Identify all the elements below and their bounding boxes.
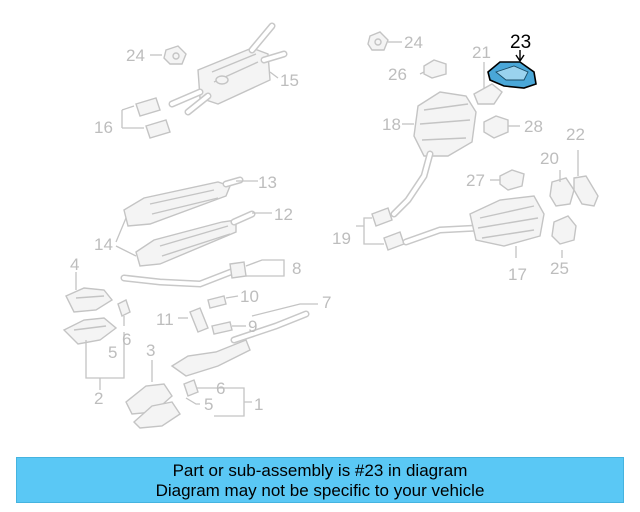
- gasket-part-6: [117, 299, 199, 397]
- callout-7: 7: [322, 293, 331, 312]
- callout-24-right: 24: [404, 33, 423, 52]
- callout-4: 4: [70, 255, 79, 274]
- callout-21: 21: [472, 43, 491, 62]
- exhaust-manifold-converter-2: [125, 383, 181, 429]
- exhaust-manifold-converter-5: [62, 317, 118, 345]
- callout-12: 12: [274, 205, 293, 224]
- info-banner: Part or sub-assembly is #23 in diagram D…: [16, 457, 624, 503]
- bracket-part-11: [189, 307, 209, 333]
- highlighted-part-23[interactable]: [487, 50, 537, 89]
- pipe-to-muffler-17: [402, 224, 482, 246]
- bracket-part-28: [483, 115, 509, 139]
- callout-18: 18: [382, 115, 401, 134]
- clamp-part-19: [371, 207, 405, 251]
- hanger-part-27: [499, 169, 525, 191]
- callout-13: 13: [258, 173, 277, 192]
- heat-shield-21: [473, 83, 503, 105]
- gasket-part-9: [211, 321, 233, 335]
- banner-line-2: Diagram may not be specific to your vehi…: [155, 481, 485, 500]
- callout-17: 17: [508, 265, 527, 284]
- callout-26: 26: [388, 65, 407, 84]
- callout-22: 22: [566, 125, 585, 144]
- callout-28: 28: [524, 117, 543, 136]
- banner-line-1: Part or sub-assembly is #23 in diagram: [172, 461, 468, 480]
- callout-3: 3: [146, 341, 155, 360]
- callout-8: 8: [292, 259, 301, 278]
- callout-23: 23: [510, 32, 531, 53]
- gasket-part-10: [207, 295, 227, 309]
- callout-19: 19: [332, 229, 351, 248]
- callout-6-left: 6: [122, 330, 131, 349]
- callout-11: 11: [156, 310, 174, 329]
- front-pipe-7: [230, 310, 310, 344]
- callout-27: 27: [466, 171, 485, 190]
- callout-20: 20: [540, 149, 559, 168]
- callout-labels: 24 15 16 13 12 14 4 8 10 7 11 9 6 5 3 6 …: [70, 32, 585, 414]
- clamp-part-16: [135, 97, 171, 139]
- callout-14: 14: [94, 235, 113, 254]
- muffler-18: [390, 91, 477, 218]
- hanger-part-26: [423, 59, 447, 79]
- catalytic-converter-13: [123, 176, 244, 227]
- callout-24-left: 24: [126, 46, 145, 65]
- callout-6-bottom: 6: [216, 379, 225, 398]
- callout-2: 2: [94, 389, 103, 408]
- muffler-17: [469, 195, 545, 247]
- callout-5-left: 5: [108, 343, 117, 362]
- hanger-part-24-left: [163, 45, 187, 65]
- exhaust-manifold-converter-4: [65, 287, 114, 313]
- converter-part-3: [170, 339, 251, 377]
- callout-16: 16: [94, 118, 113, 137]
- bracket-part-25: [551, 215, 577, 245]
- leader-lines: [75, 41, 579, 417]
- callout-9: 9: [248, 317, 257, 336]
- gasket-part-22: [573, 175, 599, 207]
- hanger-part-24-right: [367, 31, 389, 51]
- callout-10: 10: [240, 287, 259, 306]
- bracket-part-20: [549, 177, 575, 207]
- callout-1: 1: [254, 395, 263, 414]
- callout-25: 25: [550, 259, 569, 278]
- catalytic-converter-12: [135, 210, 256, 267]
- callout-15: 15: [280, 71, 299, 90]
- callout-5-bottom: 5: [204, 395, 213, 414]
- rear-muffler-assembly: [168, 22, 288, 116]
